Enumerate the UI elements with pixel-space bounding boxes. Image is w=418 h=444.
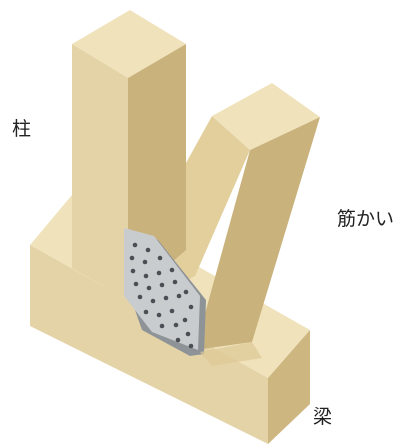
brace-label: 筋かい (337, 208, 395, 230)
bolt-hole (172, 279, 178, 285)
post-label: 柱 (12, 118, 32, 140)
bolt-hole (150, 298, 156, 304)
bolt-hole (157, 255, 163, 261)
bolt-hole (169, 267, 175, 273)
brace-top-face (212, 83, 320, 150)
bolt-hole (156, 270, 162, 276)
bolt-hole (133, 281, 139, 287)
bolt-hole (176, 293, 182, 299)
bolt-hole (132, 242, 138, 248)
beam-front-face (30, 245, 268, 444)
bolt-hole (129, 255, 135, 261)
brace-right-face (195, 117, 320, 350)
bolt-hole (163, 295, 169, 301)
beam-label: 梁 (313, 406, 333, 428)
bolt-hole (145, 247, 151, 253)
bolt-hole (183, 289, 189, 295)
beam-end-face (268, 330, 310, 444)
bolt-hole (146, 285, 152, 291)
post-front-face (72, 44, 128, 300)
bolt-hole (188, 343, 194, 349)
bolt-hole (142, 259, 148, 265)
post-top-face (72, 10, 186, 78)
bolt-hole (143, 273, 149, 279)
bolt-hole (156, 312, 162, 318)
bolt-hole (169, 308, 175, 314)
bolt-hole (143, 309, 149, 315)
bolt-hole (159, 282, 165, 288)
bolt-hole (182, 317, 188, 323)
beam-shadow (200, 342, 262, 366)
bolt-hole (185, 331, 191, 337)
bolt-hole (175, 337, 181, 343)
bolt-hole (137, 294, 143, 300)
plate-face (124, 228, 200, 350)
bolt-hole (173, 322, 179, 328)
brace-connector-plate-icon (124, 228, 206, 356)
bolt-hole (130, 268, 136, 274)
bolt-hole (188, 304, 194, 310)
plate-bolts (129, 242, 194, 349)
bolt-hole (159, 323, 165, 329)
